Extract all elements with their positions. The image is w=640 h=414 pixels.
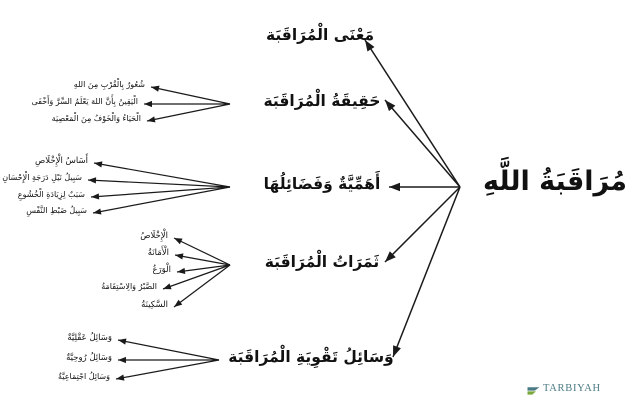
leaf-label-3-1[interactable]: أَسَاسُ الْإِخْلَاصِ [35,156,88,166]
leaf-label-2-2[interactable]: الْيَقِينُ بِأَنَّ اللهَ يَعْلَمُ السِّر… [31,97,139,106]
leaf-label-4-2[interactable]: الْأَمَانَةُ [147,248,169,258]
leaf-label-3-4[interactable]: سَبِيلُ ضَبْطِ النَّفْسِ [26,206,87,215]
leaf-label-4-5[interactable]: السَّكِينَةُ [141,300,168,310]
leaf-label-5-1[interactable]: وَسَائِلُ عَقْلِيَّةٌ [67,333,112,343]
leaf-label-2-1[interactable]: شُعُورٌ بِالْقُرْبِ مِنَ اللهِ [73,80,145,89]
leaf-label-2-3[interactable]: الْحَيَاءُ وَالْخَوْفُ مِنَ الْمَعْصِيَة [51,114,141,123]
leaf-label-5-2[interactable]: وَسَائِلُ رُوحِيَّةٌ [66,353,112,363]
tarbiyah-wordmark: TARBIYAH [543,382,601,394]
leaf-label-4-4[interactable]: الصَّبْرُ وَالِاسْتِقَامَةُ [101,282,157,291]
center-node-label: مُرَاقَبَةُ اللَّهِ [482,166,628,197]
leaf-label-3-2[interactable]: سَبِيلُ نَيْلِ دَرَجَةِ الْإِحْسَانِ [2,173,82,182]
tarbiyah-logo: TARBIYAH [527,382,601,395]
branch-label-2[interactable]: حَقِيقَةُ الْمُرَاقَبَة [263,92,381,110]
branch-label-4[interactable]: ثَمَرَاتُ الْمُرَاقَبَة [264,253,380,271]
leaf-label-4-1[interactable]: الْإِخْلَاصُ [140,231,168,241]
leaf-label-4-3[interactable]: الْوَرَعُ [152,265,171,275]
leaf-label-3-3[interactable]: سَبَبٌ لِزِيَادَةِ الْخُشُوعِ [17,190,85,199]
branch-label-1[interactable]: مَعْنَى الْمُرَاقَبَة [265,26,375,44]
branch-label-3[interactable]: أَهَمِّيَّةٌ وَفَضَائِلُهَا [263,175,381,193]
branch-label-5[interactable]: وَسَائِلُ تَقْوِيَةِ الْمُرَاقَبَة [228,348,394,366]
tarbiyah-mark-icon [527,382,540,395]
leaf-label-5-3[interactable]: وَسَائِلُ اجْتِمَاعِيَّةٌ [58,372,110,381]
